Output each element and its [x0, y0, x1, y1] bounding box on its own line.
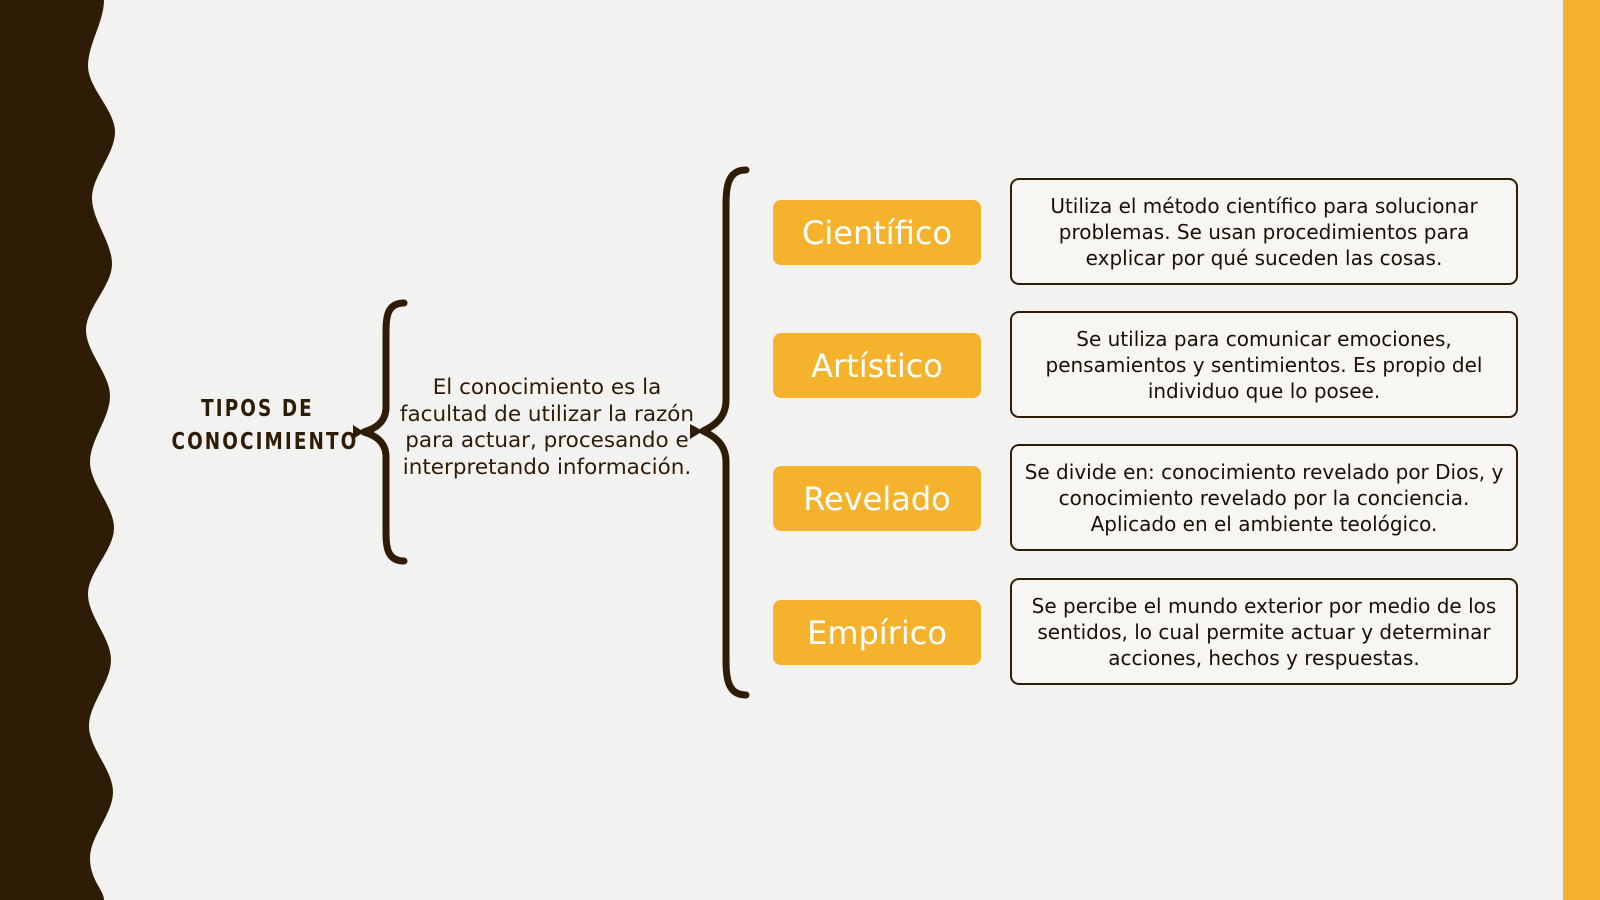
page-title: TIPOS DE CONOCIMIENTO — [171, 393, 359, 459]
description-text: Utiliza el método científico para soluci… — [1050, 193, 1478, 270]
description-text: Se percibe el mundo exterior por medio d… — [1031, 593, 1497, 670]
type-chip-empirico[interactable]: Empírico — [773, 600, 981, 665]
description-text: Se divide en: conocimiento revelado por … — [1024, 459, 1504, 536]
description-box-empirico: Se percibe el mundo exterior por medio d… — [1010, 578, 1518, 685]
orange-edge-stripe — [1563, 0, 1600, 900]
page-title-line-2: CONOCIMIENTO — [171, 429, 359, 455]
type-chip-cientifico[interactable]: Científico — [773, 200, 981, 265]
type-chip-artistico[interactable]: Artístico — [773, 333, 981, 398]
type-chip-revelado[interactable]: Revelado — [773, 466, 981, 531]
type-chip-label: Científico — [802, 213, 952, 252]
page-title-line-1: TIPOS DE — [201, 396, 314, 422]
description-box-artistico: Se utiliza para comunicar emociones, pen… — [1010, 311, 1518, 418]
description-box-cientifico: Utiliza el método científico para soluci… — [1010, 178, 1518, 285]
type-chip-label: Artístico — [811, 346, 943, 385]
central-definition-text: El conocimiento es la facultad de utiliz… — [399, 375, 695, 480]
right-curly-brace — [690, 166, 750, 699]
type-chip-label: Empírico — [807, 613, 947, 652]
wavy-band-decoration — [0, 0, 115, 900]
description-text: Se utiliza para comunicar emociones, pen… — [1045, 326, 1483, 403]
type-chip-label: Revelado — [803, 479, 951, 518]
description-box-revelado: Se divide en: conocimiento revelado por … — [1010, 444, 1518, 551]
